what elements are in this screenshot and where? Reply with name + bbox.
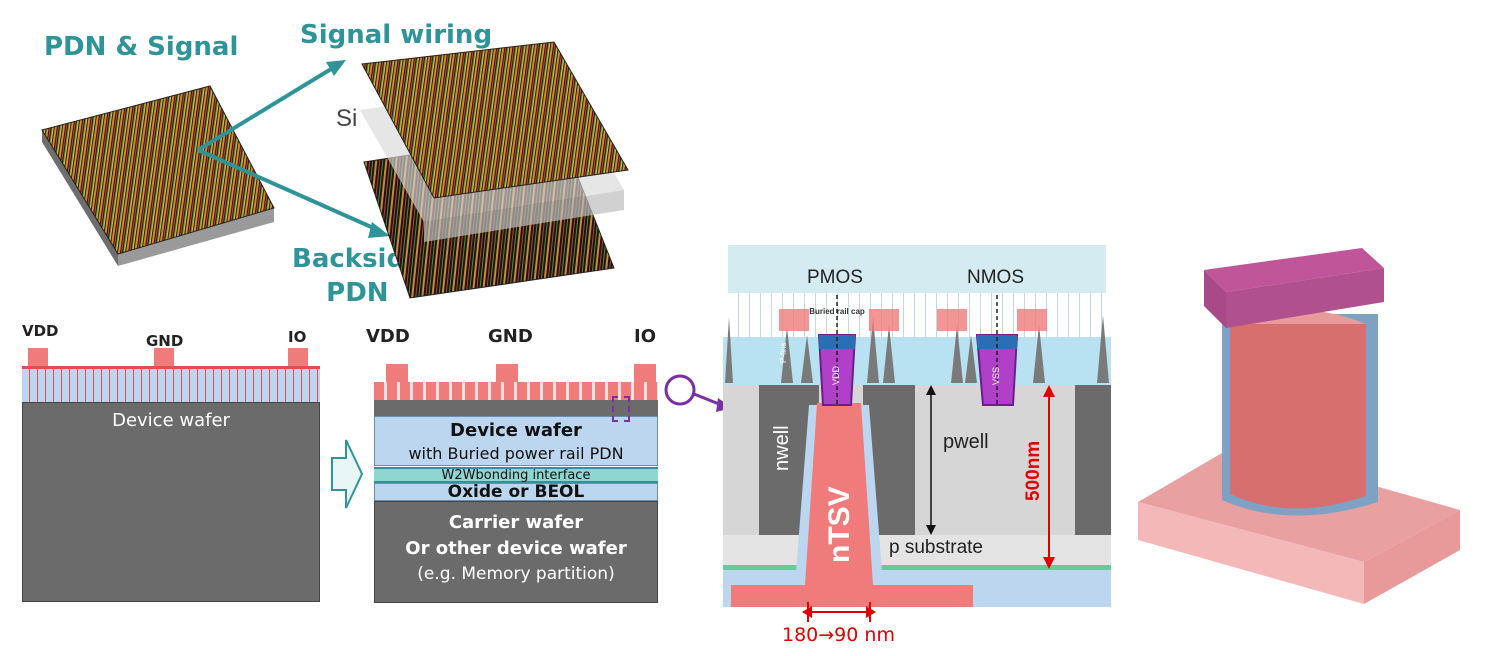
ntsv-body [805, 403, 873, 585]
signal-wiring-label: Signal wiring [300, 20, 493, 50]
wafer-left: VDD GND IO Device wafer [22, 322, 322, 604]
arrow-to-signal [196, 64, 338, 152]
arrowhead [926, 525, 936, 535]
oxide-label: Oxide or BEOL [447, 482, 585, 502]
width-dimension-arrow [802, 602, 876, 622]
vdd-label-left: VDD [22, 322, 59, 340]
wafer-right: VDD GND IO Device wafer with Buried powe… [366, 324, 664, 604]
vdd-pad-right [386, 364, 408, 382]
backside-label-line2: PDN [326, 278, 389, 308]
chip-3d-illustration [41, 41, 629, 299]
io-label-right: IO [634, 326, 656, 347]
block-arrow-right [331, 439, 364, 509]
cap-top [1204, 248, 1384, 292]
fin [1033, 325, 1045, 383]
green-line [723, 565, 1111, 570]
cap-side [1226, 268, 1384, 328]
si-label: Si [336, 105, 358, 132]
vdd-pad-left [28, 348, 48, 366]
vdd-rail-label: VDD [831, 365, 841, 385]
arrow-to-backside [197, 148, 379, 232]
vdd-label-right: VDD [366, 326, 410, 347]
arrowhead [926, 385, 936, 395]
device-wafer-block-left [22, 402, 320, 602]
fin [883, 325, 895, 383]
gate-tile [779, 309, 809, 331]
carrier-wafer-block [374, 501, 658, 603]
gnd-pad-right [496, 364, 518, 382]
gnd-label-left: GND [146, 332, 184, 350]
bonding-interface [374, 467, 658, 483]
gate-tile [869, 309, 899, 331]
bottom-metal [731, 585, 973, 607]
fin [867, 317, 879, 383]
buried-rail-cap-label: Buried rail cap [809, 307, 865, 316]
gnd-label-right: GND [488, 326, 533, 347]
chip-top-wiring [41, 85, 275, 255]
io-label-left: IO [288, 328, 307, 346]
pwell-label: pwell [943, 431, 989, 453]
gnd-pad-left [154, 348, 174, 366]
chip-side-left [42, 130, 118, 266]
gate-tile [937, 309, 967, 331]
fin [801, 335, 813, 383]
device-wafer-label-left: Device wafer [112, 410, 230, 431]
bonding-interface-label: W2Wbonding interface [441, 468, 591, 483]
p-fins-label: P-fins [779, 342, 788, 363]
tsv-cylinder [1230, 324, 1366, 509]
pmos-label: PMOS [807, 267, 863, 288]
fin [725, 317, 733, 383]
device-wafer-sub-label: with Buried power rail PDN [408, 444, 624, 463]
p-substrate-label: p substrate [889, 537, 983, 558]
cross-section: PMOS NMOS Buried rail cap P-fins VDD VSS… [723, 245, 1111, 607]
arrowhead-backside [368, 222, 390, 238]
fin [951, 325, 963, 383]
vss-rail-label: VSS [991, 366, 1001, 385]
nmos-label: NMOS [967, 267, 1024, 288]
carrier-line3: (e.g. Memory partition) [417, 564, 615, 584]
carrier-line2: Or other device wafer [405, 538, 627, 559]
io-pad-left [288, 348, 308, 366]
beol-layer-left [22, 366, 320, 402]
top-gate-region [728, 245, 1106, 293]
arrowhead [1043, 385, 1055, 397]
base-right [1364, 510, 1460, 604]
base-left [1138, 502, 1364, 604]
ntsv-label: nTSV [823, 486, 856, 563]
device-wafer-label-right: Device wafer [450, 420, 582, 441]
tsv-and-fins [725, 295, 1109, 585]
cap-front [1204, 270, 1226, 328]
height-label: 500nm [1023, 440, 1044, 501]
si-slab-side [424, 190, 624, 242]
arrowhead-signal [326, 60, 346, 76]
vss-rail-cap [977, 335, 1017, 349]
vdd-rail-cap [819, 335, 855, 349]
fin [965, 335, 977, 383]
io-pad-right [634, 364, 656, 382]
gate-tile [1017, 309, 1047, 331]
pdn-signal-label: PDN & Signal [44, 32, 239, 62]
chip-side-front [118, 208, 274, 266]
metal-layer-right [374, 382, 658, 400]
fin [781, 327, 793, 383]
carrier-line1: Carrier wafer [448, 512, 584, 533]
arrowhead [1043, 557, 1055, 569]
device-wafer-block-right [374, 416, 658, 466]
fin [1097, 315, 1109, 383]
oxide-layer [374, 483, 658, 501]
width-label: 180→90 nm [782, 624, 895, 646]
zoom-box [612, 396, 630, 422]
signal-wiring-layer [361, 41, 629, 199]
device-thin-right [374, 400, 658, 416]
nwell-label: nwell [771, 425, 793, 471]
tsv-3d-model [1138, 248, 1460, 604]
pwell-right-block [1075, 385, 1111, 535]
